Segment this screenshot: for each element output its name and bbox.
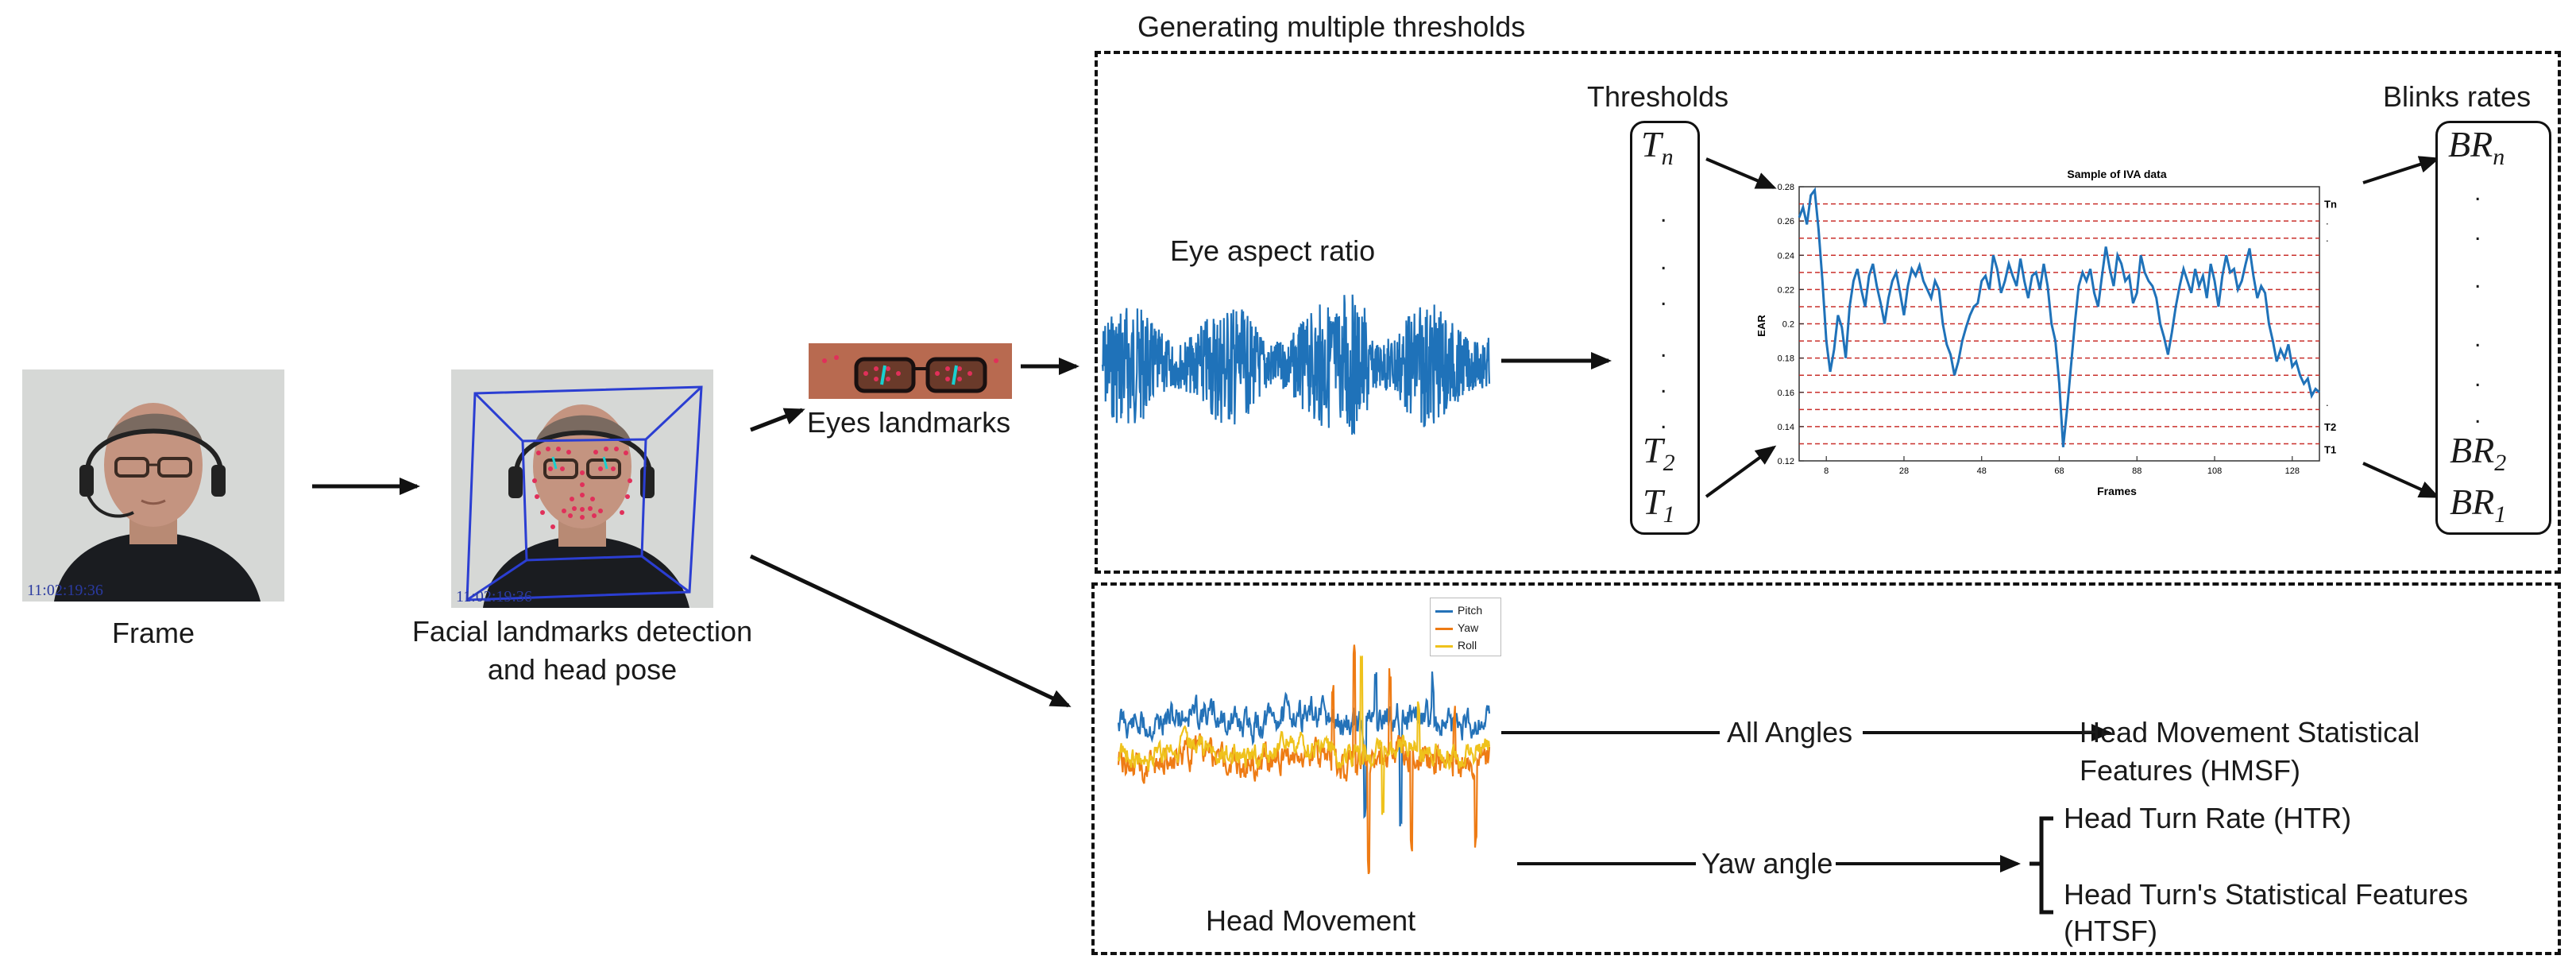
landmarks-label-line1: Facial landmarks detection (411, 615, 753, 648)
arrow-landmarks-to-head (749, 554, 1072, 708)
threshold-t2: T2 (1643, 430, 1675, 477)
roll-trace (1117, 655, 1491, 815)
legend-label: Pitch (1458, 604, 1483, 617)
blink-rate-br1: BR1 (2450, 482, 2507, 528)
chart-x-ticks: 8 28 48 68 88 108 128 (1824, 456, 2300, 476)
chart-threshold-lines (1799, 203, 2319, 445)
y-tick-label: 0.24 (1778, 251, 1794, 261)
blink-dot: . (2474, 366, 2481, 392)
y-tick-label: 0.28 (1778, 183, 1794, 192)
y-tick-label: 0.12 (1778, 457, 1794, 466)
chart-ylabel: EAR (1755, 315, 1767, 337)
blink-rate-brn: BRn (2448, 124, 2505, 171)
legend-label: Yaw (1458, 621, 1479, 634)
thresholds-bracket (1630, 121, 1700, 535)
head-movement-label: Head Movement (1206, 904, 1416, 937)
x-tick-label: 108 (2207, 466, 2222, 476)
legend-swatch-icon (1435, 627, 1453, 630)
blinks-bracket (2435, 121, 2551, 535)
legend-item-yaw: Yaw (1435, 620, 1478, 636)
yaw-angle-label: Yaw angle (1698, 846, 1836, 881)
landmarks-label-line2: and head pose (487, 653, 678, 686)
chart-threshold-labels: TnT2T1... (2324, 199, 2337, 456)
blink-dot: . (2474, 326, 2481, 352)
head-legend: Pitch Yaw Roll (1430, 598, 1501, 656)
frame-image: 11:02:19:36 (22, 369, 284, 602)
frame-label: Frame (111, 617, 195, 649)
threshold-label: Tn (2324, 199, 2337, 211)
hmsf-label-line2: Features (HMSF) (2080, 754, 2301, 787)
chart-title: Sample of IVA data (2067, 168, 2166, 180)
arrow-t1-to-chart (1705, 445, 1777, 498)
eyes-label: Eyes landmarks (807, 406, 1011, 439)
legend-item-roll: Roll (1435, 637, 1477, 653)
head-movement-signals (1117, 644, 1491, 875)
y-tick-label: 0.2 (1782, 320, 1794, 330)
thresholds-title: Thresholds (1587, 80, 1729, 113)
htr-label: Head Turn Rate (HTR) (2064, 802, 2352, 834)
threshold-dot: . (1660, 201, 1667, 227)
thresholds-section-box (1095, 51, 2561, 574)
htr-htsf-bracket (2030, 816, 2053, 915)
threshold-label-dot: . (2326, 215, 2329, 226)
blink-dot: . (2474, 219, 2481, 246)
blink-dot: . (2474, 267, 2481, 293)
threshold-t1: T1 (1643, 482, 1675, 528)
x-tick-label: 8 (1824, 466, 1829, 476)
ear-signal (1101, 294, 1491, 435)
x-tick-label: 28 (1899, 466, 1909, 476)
y-tick-label: 0.14 (1778, 423, 1794, 432)
head-section-box (1091, 582, 2561, 955)
threshold-dot: . (1660, 372, 1667, 398)
eyes-image (809, 343, 1012, 399)
x-tick-label: 88 (2132, 466, 2142, 476)
blink-rate-br2: BR2 (2450, 430, 2507, 477)
all-angles-label: All Angles (1724, 715, 1856, 750)
chart-xlabel: Frames (2097, 485, 2137, 497)
x-tick-label: 48 (1977, 466, 1987, 476)
arrow-landmarks-to-eyes (750, 408, 805, 432)
x-tick-label: 68 (2054, 466, 2064, 476)
landmarks-image: 11:02:19:36 (451, 369, 713, 608)
y-tick-label: 0.26 (1778, 217, 1794, 226)
ear-label: Eye aspect ratio (1170, 234, 1376, 267)
ear-signal-trace (1101, 294, 1491, 435)
section-title: Generating multiple thresholds (1137, 10, 1526, 43)
legend-swatch-icon (1435, 644, 1453, 648)
htsf-label-line2: (HTSF) (2064, 915, 2157, 947)
arrow-tn-to-chart (1705, 157, 1777, 189)
threshold-label-dot: . (2326, 232, 2329, 244)
blinks-title: Blinks rates (2383, 80, 2532, 113)
ear-series-line (1798, 187, 2320, 447)
frame-timestamp: 11:02:19:36 (27, 582, 103, 599)
threshold-dot: . (1660, 284, 1667, 311)
threshold-label-dot: . (2326, 397, 2329, 408)
x-tick-label: 128 (2285, 466, 2300, 476)
legend-label: Roll (1458, 639, 1477, 652)
y-tick-label: 0.16 (1778, 389, 1794, 398)
chart-plot-area (1798, 186, 2320, 462)
y-tick-label: 0.22 (1778, 285, 1794, 295)
blink-dot: . (2474, 180, 2481, 206)
threshold-dot: . (1660, 336, 1667, 362)
pitch-trace (1117, 671, 1491, 827)
ear-threshold-chart: Sample of IVA data 0.120.140.160.180.20.… (1755, 168, 2337, 497)
threshold-label: T2 (2324, 421, 2336, 433)
threshold-label: T1 (2324, 443, 2336, 455)
chart-y-ticks: 0.12 0.14 0.16 0.18 0.2 0.22 0.24 0.26 0.28 (1778, 183, 1804, 466)
legend-item-pitch: Pitch (1435, 602, 1482, 618)
hmsf-label-line1: Head Movement Statistical (2080, 716, 2420, 749)
legend-swatch-icon (1435, 609, 1453, 613)
landmarks-timestamp: 11:02:19:36 (456, 588, 532, 605)
y-tick-label: 0.18 (1778, 354, 1794, 364)
threshold-tn: Tn (1641, 124, 1674, 171)
threshold-dot: . (1660, 249, 1667, 275)
arrow-chart-to-brn (2362, 156, 2440, 184)
htsf-label-line1: Head Turn's Statistical Features (2064, 878, 2469, 911)
blink-dot: . (2474, 402, 2481, 428)
arrow-chart-to-br1 (2362, 462, 2440, 498)
threshold-dot: . (1660, 408, 1667, 434)
yaw-trace (1117, 644, 1491, 875)
